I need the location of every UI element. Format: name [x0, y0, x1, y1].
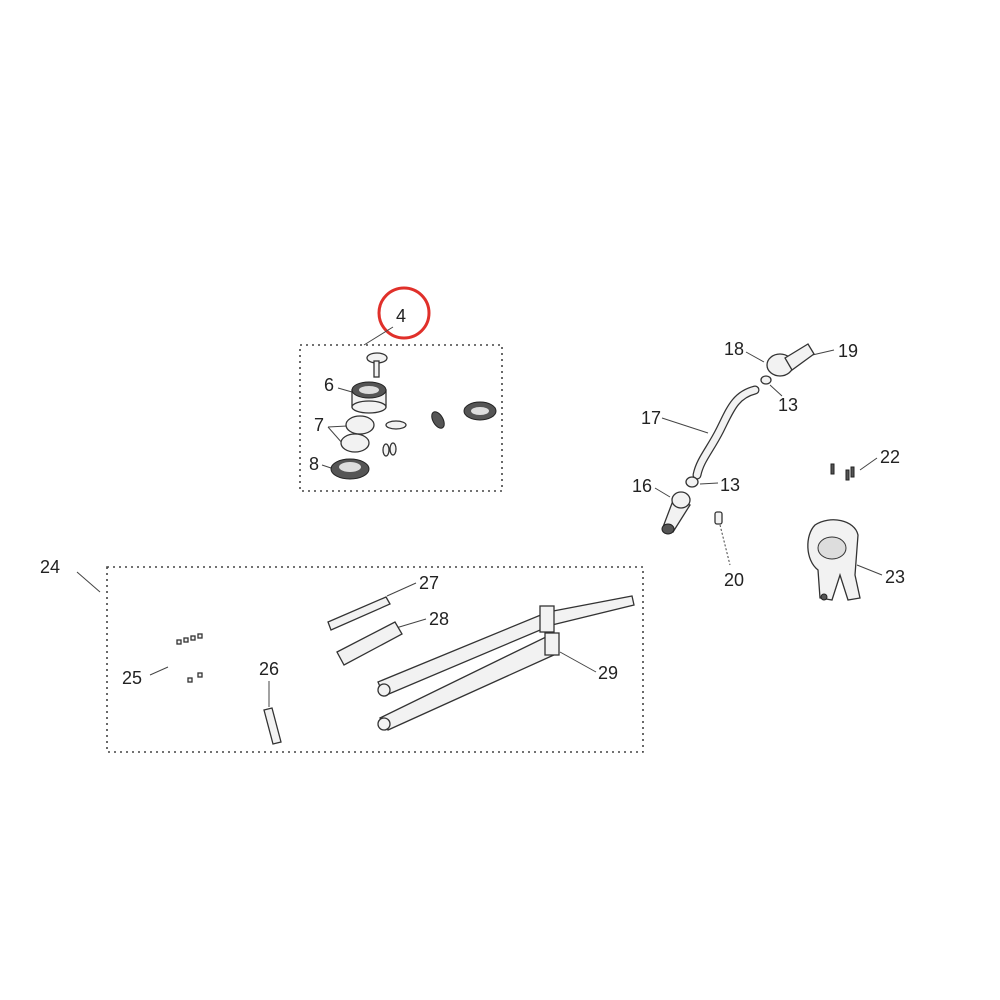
headset-group[interactable]: 4 6 7 8 [299, 286, 503, 492]
part-23-clamp [807, 519, 861, 601]
part-25-bolts [176, 633, 203, 683]
part-29-fork-leg [377, 595, 635, 697]
callout-20[interactable]: 20 [724, 570, 744, 590]
callout-29[interactable]: 29 [598, 663, 618, 683]
callout-6[interactable]: 6 [324, 375, 334, 395]
part-28-boot [336, 621, 403, 666]
callout-4[interactable]: 4 [396, 306, 406, 326]
callout-26[interactable]: 26 [259, 659, 279, 679]
callout-16[interactable]: 16 [632, 476, 652, 496]
part-7-bearing [345, 415, 375, 435]
callout-13[interactable]: 13 [720, 475, 740, 495]
part-27-tube [327, 596, 391, 631]
handlebar-group[interactable]: 18 19 13 17 13 16 20 22 23 [632, 339, 905, 601]
callout-28[interactable]: 28 [429, 609, 449, 629]
callout-18[interactable]: 18 [724, 339, 744, 359]
callout-19[interactable]: 19 [838, 341, 858, 361]
part-7-bearing [340, 433, 370, 453]
callout-8[interactable]: 8 [309, 454, 319, 474]
fork-group-box [106, 566, 644, 753]
callout-17[interactable]: 17 [641, 408, 661, 428]
callout-22[interactable]: 22 [880, 447, 900, 467]
part-26-axle [263, 707, 282, 745]
callout-7[interactable]: 7 [314, 415, 324, 435]
callout-24[interactable]: 24 [40, 557, 60, 577]
callout-23[interactable]: 23 [885, 567, 905, 587]
callout-25[interactable]: 25 [122, 668, 142, 688]
callout-27[interactable]: 27 [419, 573, 439, 593]
callout-13[interactable]: 13 [778, 395, 798, 415]
fork-group[interactable]: 24 25 26 27 28 29 [40, 557, 644, 753]
highlight-circle [377, 286, 431, 340]
